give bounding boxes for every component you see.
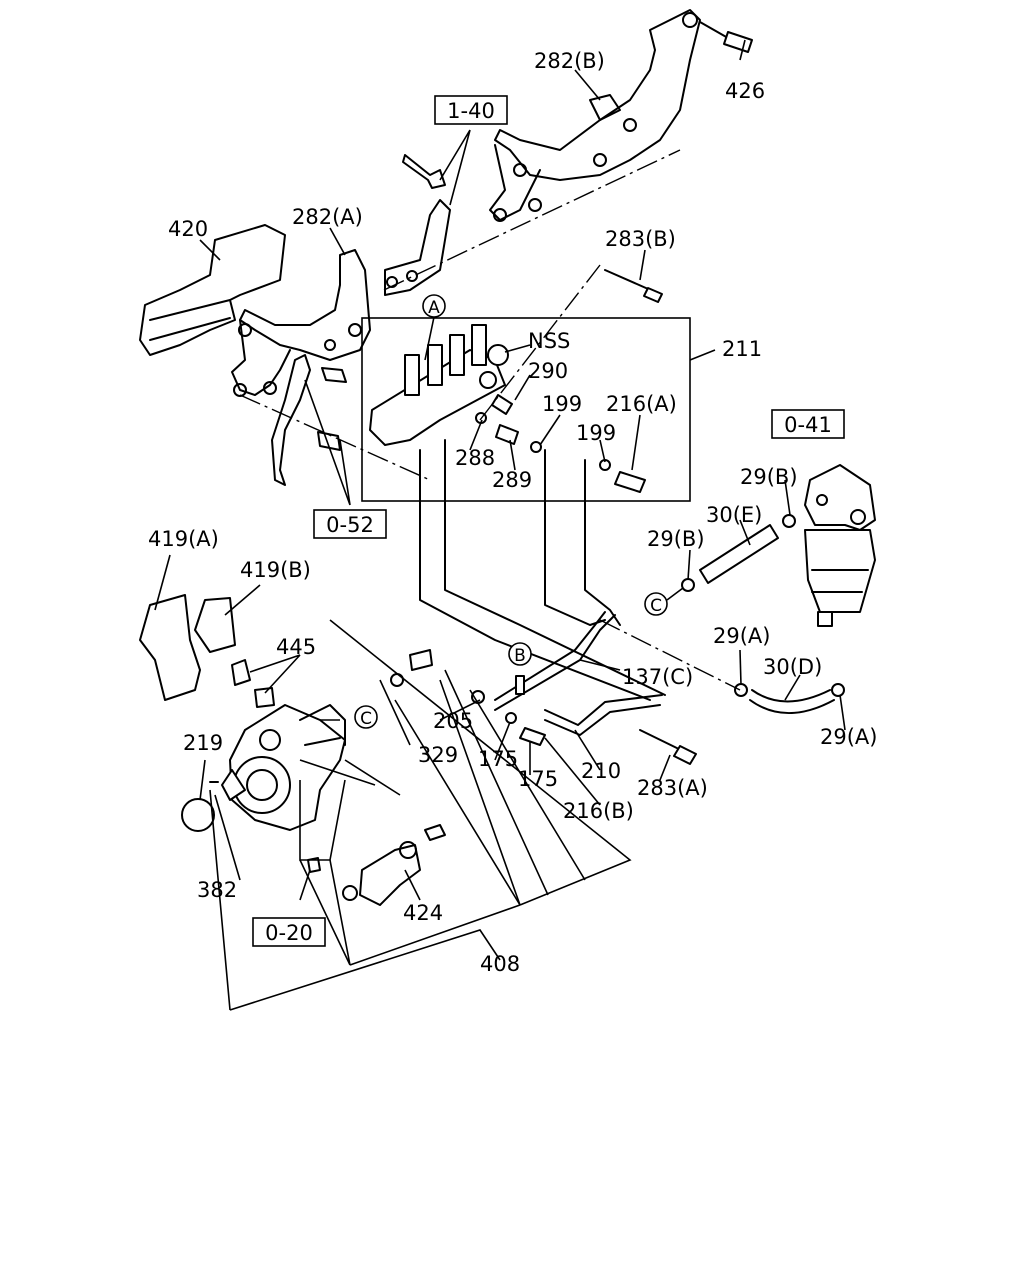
ref-box-0-41-text: 0-41: [784, 413, 832, 437]
label-420[interactable]: 420: [168, 217, 208, 241]
label-199-lower[interactable]: 199: [576, 421, 616, 445]
ref-box-0-41[interactable]: 0-41: [771, 409, 845, 439]
ref-box-0-52[interactable]: 0-52: [313, 509, 387, 539]
ref-box-0-20-text: 0-20: [265, 921, 313, 945]
label-29b-left[interactable]: 29(B): [647, 527, 705, 551]
small-fittings: [390, 649, 546, 746]
fuel-filter: [804, 464, 876, 627]
callout-a-leader: [424, 316, 435, 361]
label-282b[interactable]: 282(B): [534, 49, 605, 73]
label-137c[interactable]: 137(C): [622, 665, 693, 689]
label-211[interactable]: 211: [722, 337, 762, 361]
label-175-lower[interactable]: 175: [518, 767, 558, 791]
brackets-419: [139, 594, 236, 701]
label-424[interactable]: 424: [403, 901, 443, 925]
hose-30e: [699, 524, 779, 584]
label-419b[interactable]: 419(B): [240, 558, 311, 582]
o-ring-219: [181, 798, 215, 832]
alignment-line-upper: [383, 149, 681, 291]
callout-b: B: [508, 642, 532, 666]
label-210[interactable]: 210: [581, 759, 621, 783]
label-30d[interactable]: 30(D): [763, 655, 822, 679]
label-205[interactable]: 205: [433, 709, 473, 733]
label-289[interactable]: 289: [492, 468, 532, 492]
injector-block-211: [361, 317, 691, 502]
callout-b-text: B: [514, 646, 526, 666]
pipe-210: [544, 694, 663, 736]
label-382[interactable]: 382: [197, 878, 237, 902]
callout-a-text: A: [428, 298, 440, 318]
ref-box-0-52-text: 0-52: [326, 513, 374, 537]
bracket-0-52: [271, 354, 347, 486]
callout-c-filter-text: C: [650, 596, 662, 616]
alignment-line-283b: [479, 264, 601, 421]
label-199-upper[interactable]: 199: [542, 392, 582, 416]
plate-1-40: [384, 154, 451, 296]
bolt-283b: [604, 269, 663, 303]
label-290[interactable]: 290: [528, 359, 568, 383]
callout-a: A: [422, 294, 446, 318]
label-216a[interactable]: 216(A): [606, 392, 677, 416]
label-283b[interactable]: 283(B): [605, 227, 676, 251]
bracket-282a: [231, 249, 371, 397]
label-445[interactable]: 445: [276, 635, 316, 659]
cover-420: [139, 224, 286, 356]
label-216b[interactable]: 216(B): [563, 799, 634, 823]
label-419a[interactable]: 419(A): [148, 527, 219, 551]
label-30e[interactable]: 30(E): [706, 503, 762, 527]
ref-box-1-40[interactable]: 1-40: [434, 95, 508, 125]
hose-30d: [749, 689, 835, 714]
label-288[interactable]: 288: [455, 446, 495, 470]
callout-c-pump: C: [354, 705, 378, 729]
callout-c-filter: C: [644, 592, 668, 616]
label-175-upper[interactable]: 175: [478, 747, 518, 771]
fuel-line-137c: [419, 439, 666, 711]
label-408[interactable]: 408: [480, 952, 520, 976]
bolt-426: [699, 21, 753, 53]
label-282a[interactable]: 282(A): [292, 205, 363, 229]
leader-lines: [154, 39, 846, 1011]
callout-c-pump-text: C: [360, 709, 372, 729]
label-29a-top[interactable]: 29(A): [713, 624, 770, 648]
label-nss[interactable]: NSS: [528, 329, 570, 353]
label-29a-bottom[interactable]: 29(A): [820, 725, 877, 749]
pump-detail-frame: [299, 779, 346, 861]
label-29b-top[interactable]: 29(B): [740, 465, 798, 489]
label-283a[interactable]: 283(A): [637, 776, 708, 800]
bolt-283a: [639, 729, 697, 765]
label-329[interactable]: 329: [418, 743, 458, 767]
label-426[interactable]: 426: [725, 79, 765, 103]
callout-c-filter-leader: [666, 587, 684, 601]
clamps-29: [681, 514, 845, 697]
supply-pump-408: [221, 659, 346, 831]
ref-box-1-40-text: 1-40: [447, 99, 495, 123]
sensor-424: [342, 824, 446, 906]
label-219[interactable]: 219: [183, 731, 223, 755]
alignment-line-filter: [599, 619, 741, 691]
bracket-282b: [489, 9, 701, 222]
part-labels: 282(B) 426 420 282(A) 283(B) 211 NSS 290…: [148, 49, 877, 976]
ref-box-0-20[interactable]: 0-20: [252, 917, 326, 947]
nut-0-20: [307, 857, 321, 873]
